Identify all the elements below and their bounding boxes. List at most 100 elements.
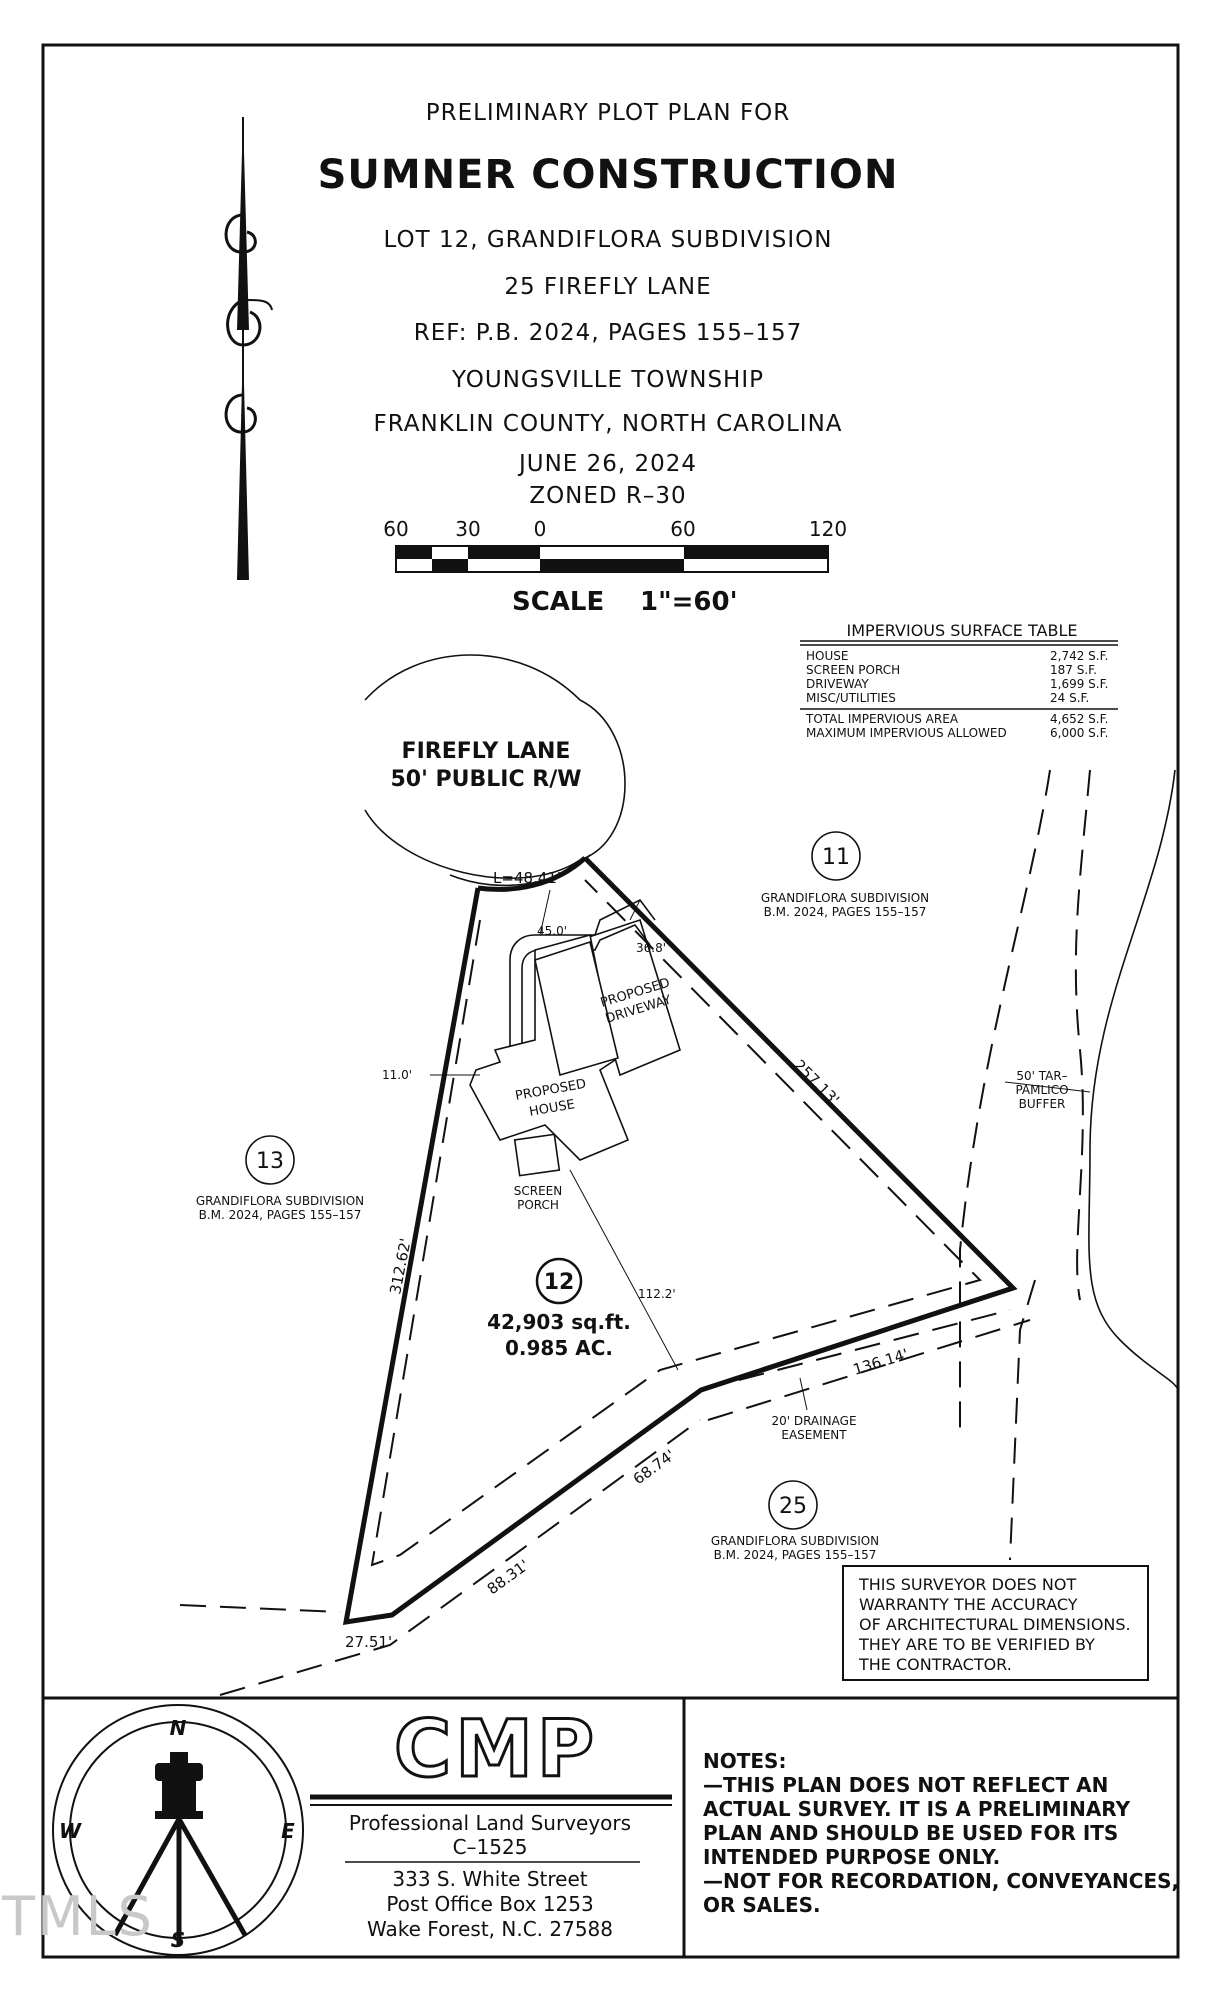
buffer-line — [1074, 769, 1091, 1301]
scale-bar: 60 30 0 60 120 SCALE 1"=60' — [383, 517, 847, 617]
north-arrow-icon — [224, 117, 273, 580]
lot-12-area-sqft: 42,903 sq.ft. — [487, 1310, 631, 1334]
disclaimer-box: THIS SURVEYOR DOES NOT WARRANTY THE ACCU… — [842, 1565, 1149, 1681]
township: YOUNGSVILLE TOWNSHIP — [451, 367, 764, 393]
notes-line: INTENDED PURPOSE ONLY. — [703, 1845, 1000, 1869]
compass-east: E — [281, 1819, 295, 1843]
cul-de-sac-line — [364, 654, 581, 701]
lot-25-number: 25 — [779, 1494, 807, 1519]
cmp-logo: CMP — [394, 1705, 598, 1795]
surveyor-tagline: Professional Land Surveyors — [349, 1811, 631, 1835]
lot-description: LOT 12, GRANDIFLORA SUBDIVISION — [384, 227, 833, 253]
buffer-label: 50' TAR– — [1016, 1069, 1067, 1083]
notes-line: ACTUAL SURVEY. IT IS A PRELIMINARY — [703, 1797, 1131, 1821]
impervious-row-value: 24 S.F. — [1050, 691, 1089, 705]
watermark: TMLS — [1, 1885, 154, 1948]
drainage-label: 20' DRAINAGE — [771, 1414, 856, 1428]
lot-13-number: 13 — [256, 1149, 284, 1174]
screen-porch — [513, 1133, 561, 1177]
lot-13-reference: B.M. 2024, PAGES 155–157 — [199, 1208, 362, 1222]
driveway-outline — [509, 898, 656, 1050]
lot-12-area-acres: 0.985 AC. — [505, 1336, 613, 1360]
lot-12-number: 12 — [544, 1270, 575, 1295]
property-address: 25 FIREFLY LANE — [504, 274, 711, 300]
compass-west: W — [59, 1819, 82, 1843]
surveyor-info: CMP Professional Land Surveyors C–1525 3… — [310, 1704, 672, 1941]
impervious-row-label: SCREEN PORCH — [806, 663, 900, 677]
scale-tick-2: 30 — [455, 517, 480, 541]
front-setback-dim: 45.0' — [537, 924, 567, 938]
impervious-row-value: 2,742 S.F. — [1050, 649, 1108, 663]
easement-line — [179, 1604, 341, 1613]
southeast-line-label: 136.14' — [851, 1345, 910, 1379]
surveyor-address-1: 333 S. White Street — [392, 1867, 587, 1891]
surveyor-address-3: Wake Forest, N.C. 27588 — [367, 1917, 613, 1941]
southwest-line-label: 27.51' — [345, 1633, 392, 1651]
porch-label: SCREEN — [514, 1184, 562, 1198]
lot-11-subdivision: GRANDIFLORA SUBDIVISION — [761, 891, 929, 905]
impervious-table-title: IMPERVIOUS SURFACE TABLE — [847, 621, 1078, 640]
notes-line: OR SALES. — [703, 1893, 821, 1917]
lot-13-subdivision: GRANDIFLORA SUBDIVISION — [196, 1194, 364, 1208]
scale-tick-1: 60 — [383, 517, 408, 541]
notes-line: PLAN AND SHOULD BE USED FOR ITS — [703, 1821, 1118, 1845]
house-garage — [534, 940, 619, 1077]
drainage-easement-line — [699, 1309, 1011, 1391]
buffer-label: BUFFER — [1019, 1097, 1066, 1111]
compass-north: N — [170, 1716, 187, 1740]
lot-12-boundary — [342, 856, 1018, 1625]
impervious-max-label: MAXIMUM IMPERVIOUS ALLOWED — [806, 726, 1007, 740]
disclaimer-line: THE CONTRACTOR. — [858, 1655, 1012, 1674]
stream-line — [1088, 769, 1179, 1391]
scale-label: SCALE — [512, 587, 604, 617]
rear-setback-dim: 112.2' — [638, 1287, 676, 1301]
impervious-row-value: 187 S.F. — [1050, 663, 1097, 677]
setback-line — [370, 879, 982, 1567]
zoning: ZONED R–30 — [529, 483, 686, 509]
client-name: SUMNER CONSTRUCTION — [318, 152, 899, 198]
plat-reference: REF: P.B. 2024, PAGES 155–157 — [414, 320, 802, 346]
impervious-row-value: 1,699 S.F. — [1050, 677, 1108, 691]
site-plan: FIREFLY LANE 50' PUBLIC R/W — [179, 654, 1179, 1696]
porch-label: PORCH — [517, 1198, 559, 1212]
street-name: FIREFLY LANE — [402, 739, 571, 764]
side-setback-dim: 11.0' — [382, 1068, 412, 1082]
plan-date: JUNE 26, 2024 — [517, 451, 697, 477]
sheet-border — [41, 43, 1180, 1959]
impervious-surface-table: IMPERVIOUS SURFACE TABLE HOUSE 2,742 S.F… — [800, 621, 1118, 740]
lot-11-reference: B.M. 2024, PAGES 155–157 — [764, 905, 927, 919]
surveyor-tripod-icon — [112, 1752, 248, 1945]
notes-block: NOTES: —THIS PLAN DOES NOT REFLECT AN AC… — [703, 1749, 1179, 1917]
impervious-row-label: MISC/UTILITIES — [806, 691, 896, 705]
cul-de-sac-line — [364, 809, 581, 879]
impervious-total-label: TOTAL IMPERVIOUS AREA — [805, 712, 959, 726]
disclaimer-line: WARRANTY THE ACCURACY — [859, 1595, 1078, 1614]
county-state: FRANKLIN COUNTY, NORTH CAROLINA — [373, 411, 842, 437]
buffer-line — [959, 769, 1051, 1430]
impervious-total-value: 4,652 S.F. — [1050, 712, 1108, 726]
lot-11-number: 11 — [822, 845, 850, 870]
drive-offset-dim: 36.8' — [636, 941, 666, 955]
surveyor-license: C–1525 — [453, 1835, 528, 1859]
impervious-row-label: HOUSE — [806, 649, 848, 663]
notes-line: —THIS PLAN DOES NOT REFLECT AN — [703, 1773, 1108, 1797]
title-block: PRELIMINARY PLOT PLAN FOR SUMNER CONSTRU… — [318, 100, 899, 509]
drainage-label: EASEMENT — [781, 1428, 847, 1442]
disclaimer-line: OF ARCHITECTURAL DIMENSIONS. — [859, 1615, 1131, 1634]
drainage-easement-line — [707, 1319, 1031, 1421]
impervious-row-label: DRIVEWAY — [806, 677, 869, 691]
impervious-max-value: 6,000 S.F. — [1050, 726, 1108, 740]
driveway-outline — [521, 924, 651, 1048]
south-line-2-label: 88.31' — [484, 1556, 533, 1598]
easement-line — [1009, 1279, 1036, 1561]
disclaimer-line: THIS SURVEYOR DOES NOT — [858, 1575, 1076, 1594]
title-line1: PRELIMINARY PLOT PLAN FOR — [426, 100, 791, 126]
lot-25-subdivision: GRANDIFLORA SUBDIVISION — [711, 1534, 879, 1548]
scale-tick-3: 0 — [534, 517, 547, 541]
lot-25-reference: B.M. 2024, PAGES 155–157 — [714, 1548, 877, 1562]
notes-line: —NOT FOR RECORDATION, CONVEYANCES, — [703, 1869, 1179, 1893]
lot-12-frontage — [477, 856, 587, 892]
scale-ratio: 1"=60' — [640, 587, 738, 617]
east-line-label: 257.13' — [790, 1056, 843, 1109]
